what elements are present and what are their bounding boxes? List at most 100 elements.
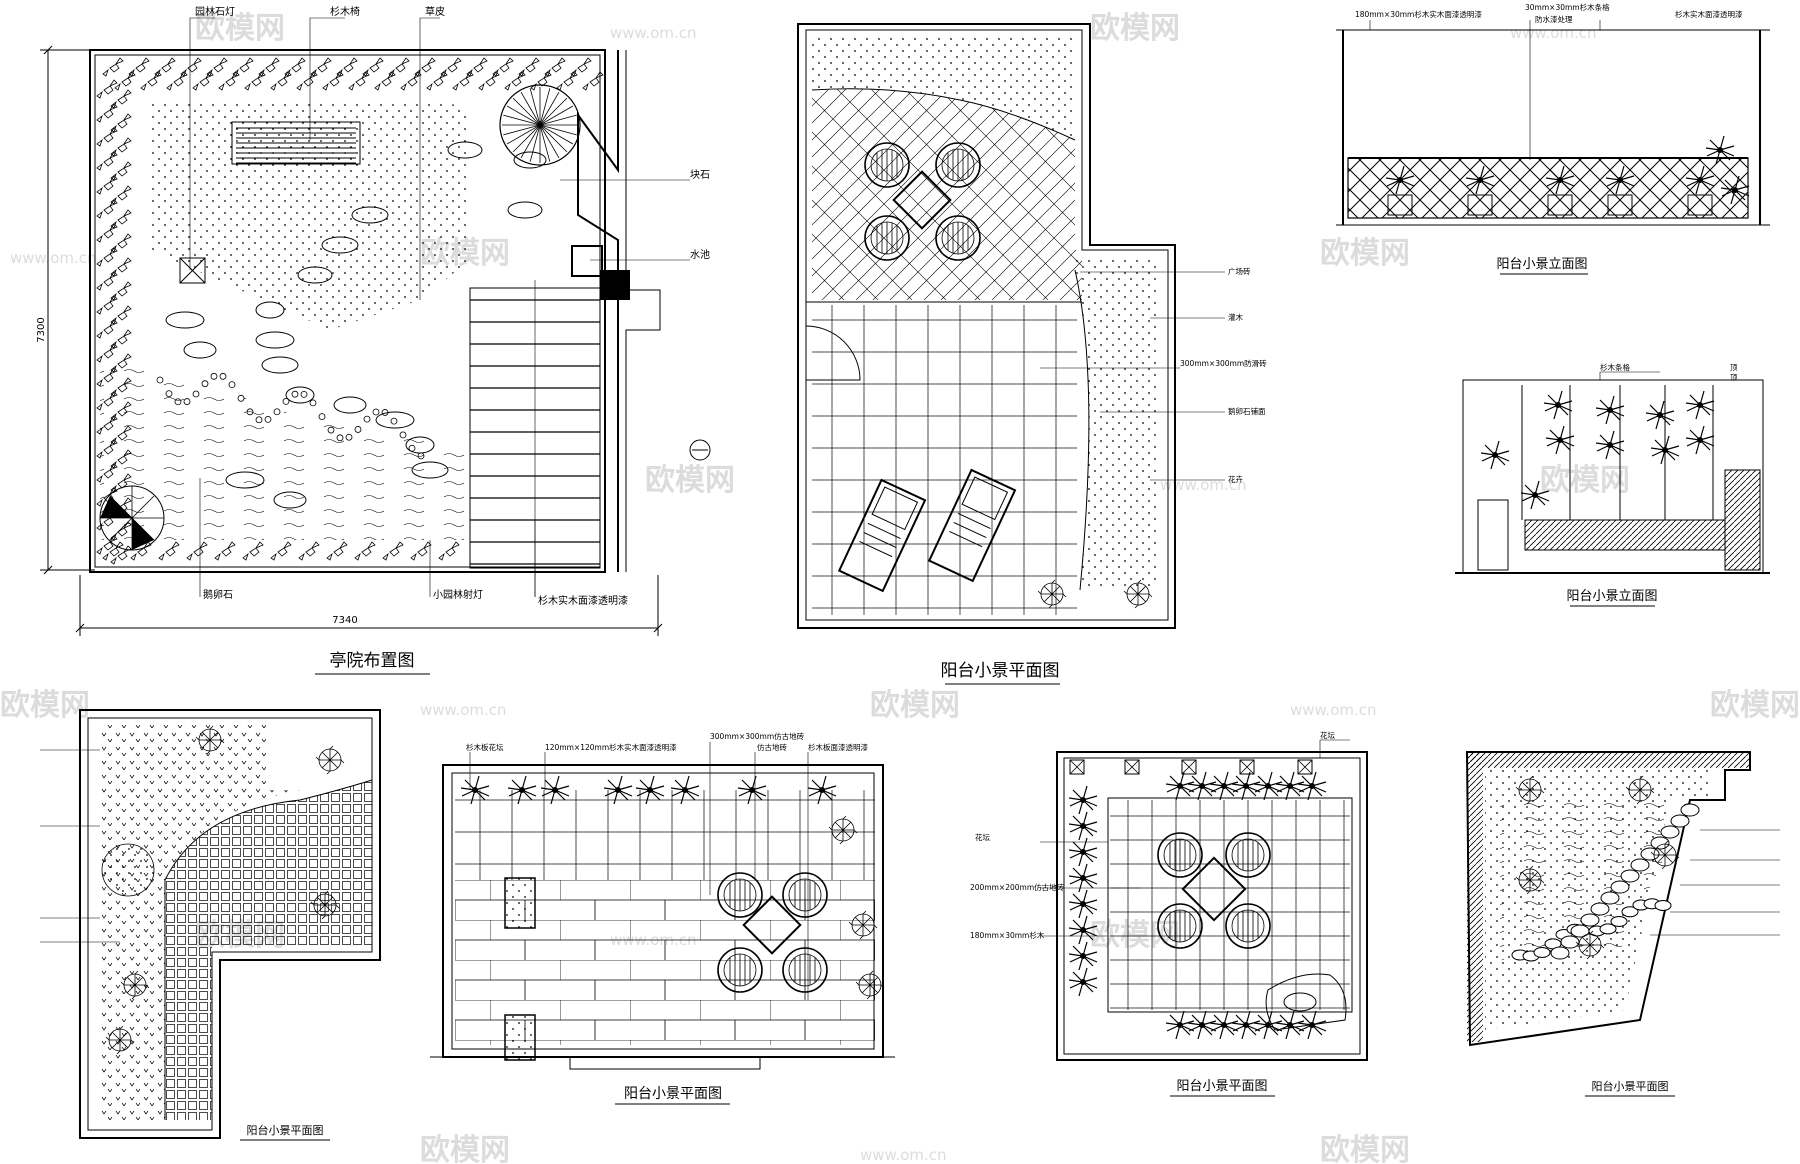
pebble bbox=[210, 372, 218, 380]
hedge-leaf bbox=[110, 257, 132, 277]
stepping-stone bbox=[261, 356, 299, 374]
umbrella bbox=[99, 485, 165, 551]
hedge-leaf bbox=[154, 57, 176, 77]
watermark-url: www.om.cn bbox=[1510, 24, 1597, 42]
hedge-leaf bbox=[96, 151, 118, 171]
label-railing-wood: 180mm×30mm杉木实木面漆透明漆 bbox=[1355, 9, 1482, 19]
stepping-stone bbox=[255, 331, 295, 349]
hedge-leaf bbox=[452, 71, 474, 91]
hedge-leaf bbox=[244, 71, 266, 91]
table-set-4 bbox=[1157, 832, 1271, 949]
stepping-stone bbox=[285, 386, 315, 404]
floor-tile-grid bbox=[812, 305, 1077, 615]
pebble bbox=[219, 372, 227, 380]
flower-pot bbox=[1547, 194, 1573, 216]
hedge-leaf bbox=[110, 305, 132, 325]
pebble bbox=[291, 390, 299, 398]
upper-tile-grid bbox=[455, 790, 715, 880]
hedge-leaf bbox=[114, 71, 136, 91]
hedge-leaf bbox=[492, 57, 514, 77]
hedge-leaf bbox=[110, 185, 132, 205]
hedge-leaf bbox=[96, 223, 118, 243]
pebble bbox=[237, 394, 245, 402]
label-flowers: 花卉 bbox=[1228, 474, 1244, 484]
edge-rock bbox=[1533, 946, 1551, 958]
hedge-leaf bbox=[110, 233, 132, 253]
palm-plant bbox=[1187, 1010, 1217, 1040]
hedge-leaf bbox=[326, 541, 348, 561]
table-set-3 bbox=[717, 872, 828, 993]
stepping-stone bbox=[447, 141, 483, 159]
edge-rock bbox=[1600, 891, 1620, 905]
stepping-stone bbox=[165, 311, 205, 329]
hedge-leaf bbox=[388, 57, 410, 77]
hedge-leaf bbox=[556, 71, 578, 91]
edge-rock bbox=[1660, 825, 1680, 839]
hedge-leaf bbox=[192, 71, 214, 91]
label-antique-tile-200: 200mm×200mm仿古地砖 bbox=[970, 882, 1065, 892]
label-garden-lamp: 园林石灯 bbox=[195, 5, 235, 18]
palm-plant bbox=[1068, 967, 1098, 997]
planter-marker bbox=[1069, 759, 1085, 775]
hedge-leaf bbox=[242, 541, 264, 561]
palm-plant bbox=[1068, 785, 1098, 815]
planter-marker bbox=[1239, 759, 1255, 775]
pebble bbox=[273, 408, 281, 416]
hedge-leaf bbox=[110, 545, 132, 565]
hedge-leaf bbox=[400, 71, 422, 91]
herringbone-paving bbox=[812, 88, 1082, 300]
plan3-labels: 杉木板花坛 120mm×120mm杉木实木面漆透明漆 300mm×300mm仿古… bbox=[466, 731, 868, 1000]
balcony-plan-1: 广场砖 灌木 300mm×300mm防滑砖 鹅卵石铺面 花卉 阳台小景平面图 bbox=[797, 23, 1267, 685]
stepping-stone bbox=[513, 151, 547, 169]
edge-rock bbox=[1640, 847, 1660, 861]
hedge-leaf bbox=[102, 57, 124, 77]
watermark-brand: 欧模网 bbox=[1320, 1133, 1410, 1164]
hedge-leaf bbox=[110, 89, 132, 109]
balcony-plan-4: 花坛 花坛 200mm×200mm仿古地砖 180mm×30mm杉木 阳台小景平… bbox=[970, 730, 1368, 1097]
label-pebble-paving: 鹅卵石铺面 bbox=[1228, 406, 1266, 416]
planter-box bbox=[504, 1014, 536, 1061]
planter-marker bbox=[1124, 759, 1140, 775]
watermark-brand: 欧模网 bbox=[195, 11, 285, 46]
hedge-leaf bbox=[322, 71, 344, 91]
plan5-labels bbox=[1650, 829, 1780, 936]
watermark-url: www.om.cn bbox=[420, 701, 507, 719]
palm-plant bbox=[1209, 1010, 1239, 1040]
palm-tree bbox=[1480, 440, 1510, 470]
label-wood-post: 120mm×120mm杉木实木面漆透明漆 bbox=[545, 742, 677, 752]
hedge-leaf bbox=[440, 57, 462, 77]
planting-bed bbox=[98, 725, 270, 790]
edge-rock bbox=[1670, 814, 1690, 828]
hedge-leaf bbox=[96, 103, 118, 123]
label-lawn: 草皮 bbox=[425, 5, 445, 18]
planter-marker bbox=[1181, 759, 1197, 775]
edge-rock bbox=[1560, 935, 1580, 949]
flower-pot bbox=[1607, 194, 1633, 216]
hedge-leaf bbox=[110, 161, 132, 181]
stepping-stone bbox=[411, 461, 449, 479]
hedge-leaf bbox=[518, 57, 540, 77]
label-flower-bed-top: 花坛 bbox=[1320, 730, 1336, 740]
pebble bbox=[354, 426, 362, 433]
label-deck-note: 杉木实木面漆透明漆 bbox=[538, 594, 628, 607]
balcony-elevation-1: 180mm×30mm杉木实木面漆透明漆 30mm×30mm杉木条格 防水漆处理 … bbox=[1336, 2, 1770, 275]
stepping-stone bbox=[351, 206, 389, 224]
wall-column bbox=[600, 270, 630, 300]
edge-rock bbox=[1654, 900, 1672, 912]
edge-rock bbox=[1550, 946, 1570, 960]
label-top-2: 顶 bbox=[1730, 373, 1738, 382]
label-pine-chair: 杉木椅 bbox=[330, 5, 360, 18]
pebble bbox=[201, 380, 209, 388]
flower-pot bbox=[1467, 194, 1493, 216]
section-marker-icon bbox=[689, 439, 711, 461]
pebble-strip bbox=[1075, 258, 1160, 590]
elev1-labels: 180mm×30mm杉木实木面漆透明漆 30mm×30mm杉木条格 防水漆处理 … bbox=[1355, 2, 1743, 160]
hedge-leaf bbox=[426, 71, 448, 91]
edge-rock bbox=[1610, 880, 1630, 894]
hedge-leaf bbox=[570, 57, 592, 77]
watermark-brand: 欧模网 bbox=[420, 1133, 510, 1164]
edge-rock bbox=[1570, 924, 1590, 938]
label-wood-planter: 杉木板花坛 bbox=[466, 742, 504, 752]
hedge-leaf bbox=[110, 329, 132, 349]
hedge-leaf bbox=[478, 71, 500, 91]
